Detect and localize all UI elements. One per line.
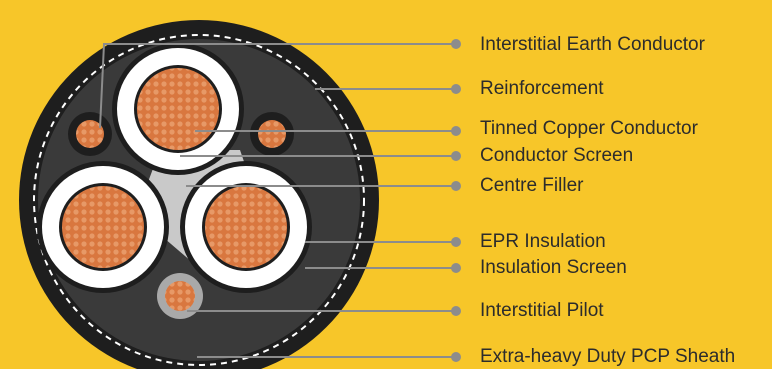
leader-dot (451, 151, 461, 161)
label-interstitial-pilot: Interstitial Pilot (480, 300, 604, 321)
leader-dot (451, 306, 461, 316)
earth-core-right (258, 120, 286, 148)
pilot-core (165, 281, 195, 311)
leader-dot (451, 263, 461, 273)
label-conductor-screen: Conductor Screen (480, 145, 634, 166)
leader-dot (451, 39, 461, 49)
earth-conductor-right (250, 112, 294, 156)
earth-conductor-left (68, 112, 112, 156)
leader-dot (451, 352, 461, 362)
copper-core-right (205, 186, 287, 268)
interstitial-pilot (157, 273, 203, 319)
leader-dots (451, 39, 461, 362)
leader-dot (451, 237, 461, 247)
copper-core-top (137, 68, 219, 150)
conductor-top (112, 43, 244, 175)
conductor-right (180, 161, 312, 293)
conductor-left (37, 161, 169, 293)
earth-core-left (76, 120, 104, 148)
leader-dot (451, 84, 461, 94)
label-extra-heavy-duty-pcp-sheath: Extra-heavy Duty PCP Sheath (480, 346, 736, 367)
label-tinned-copper-conductor: Tinned Copper Conductor (480, 118, 698, 139)
copper-core-left (62, 186, 144, 268)
leader-earth-conductor (99, 43, 456, 129)
label-reinforcement: Reinforcement (480, 78, 604, 99)
label-interstitial-earth-conductor: Interstitial Earth Conductor (480, 34, 705, 55)
label-centre-filler: Centre Filler (480, 175, 584, 196)
leader-lines (99, 43, 456, 358)
label-insulation-screen: Insulation Screen (480, 257, 627, 278)
reinforcement-ring (33, 34, 365, 366)
leader-dot (451, 126, 461, 136)
label-epr-insulation: EPR Insulation (480, 231, 606, 252)
leader-dot (451, 181, 461, 191)
